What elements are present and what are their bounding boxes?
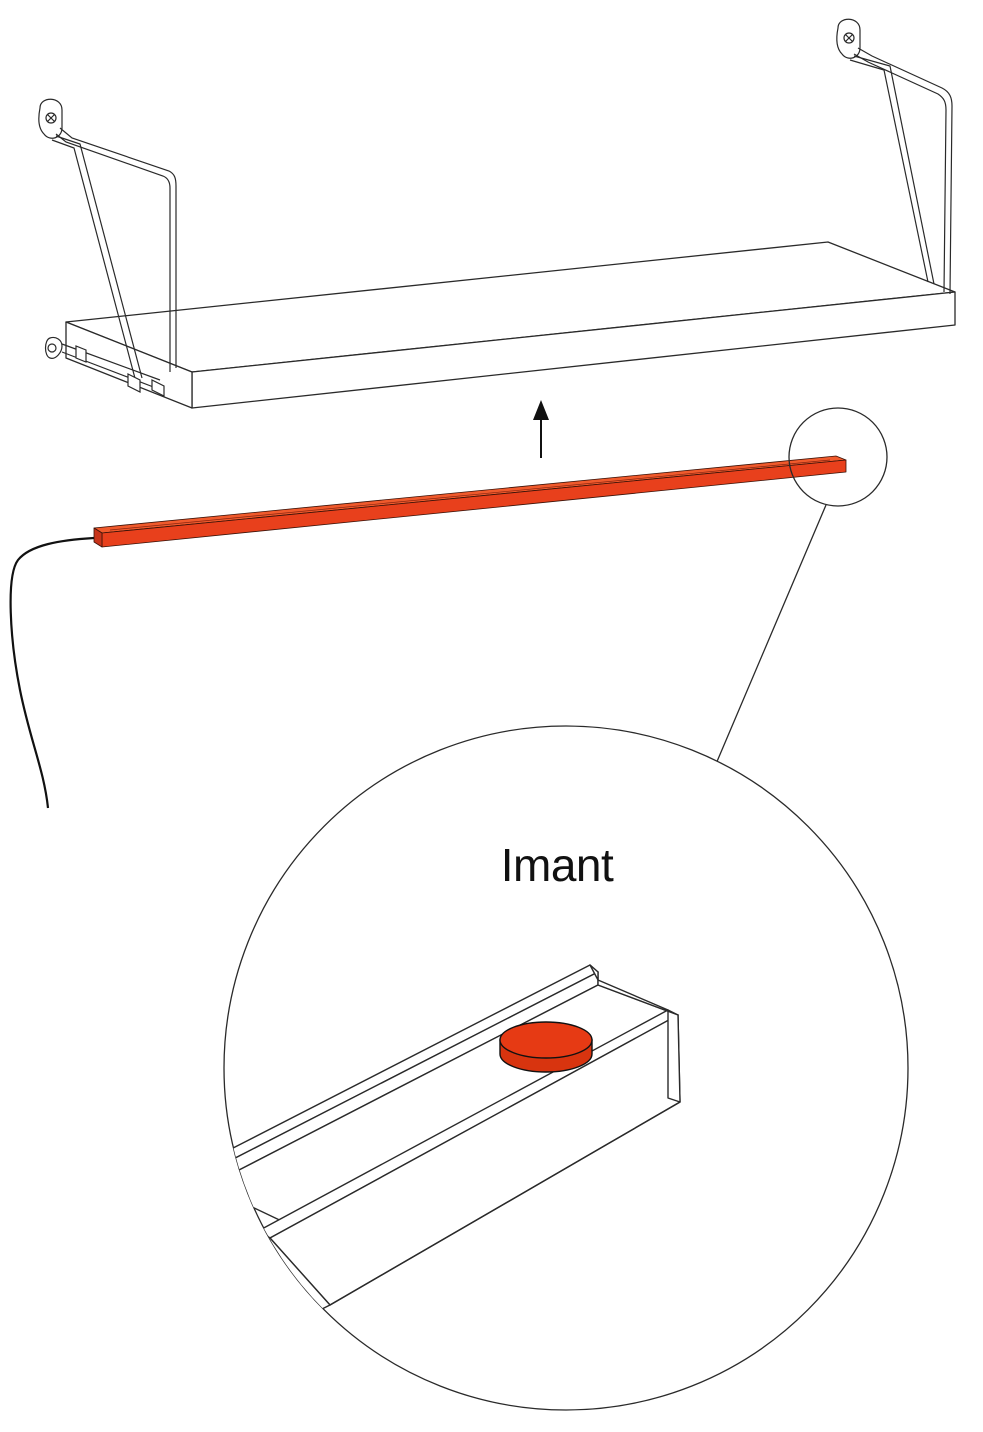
callout-leader-line [709, 504, 827, 779]
led-strip-end [93, 527, 103, 548]
callout-source-circle [788, 407, 888, 507]
led-strip-top [93, 455, 847, 534]
left-bracket [38, 98, 177, 397]
arrow-up-icon [533, 400, 549, 458]
screw-icon [45, 112, 57, 124]
led-strip [93, 455, 847, 548]
led-strip-front [101, 459, 847, 548]
shelf [65, 241, 956, 409]
magnet-icon [499, 1021, 593, 1073]
right-bracket [836, 18, 953, 295]
detail-callout-label: Imant [500, 839, 614, 891]
power-cable [9, 536, 95, 809]
